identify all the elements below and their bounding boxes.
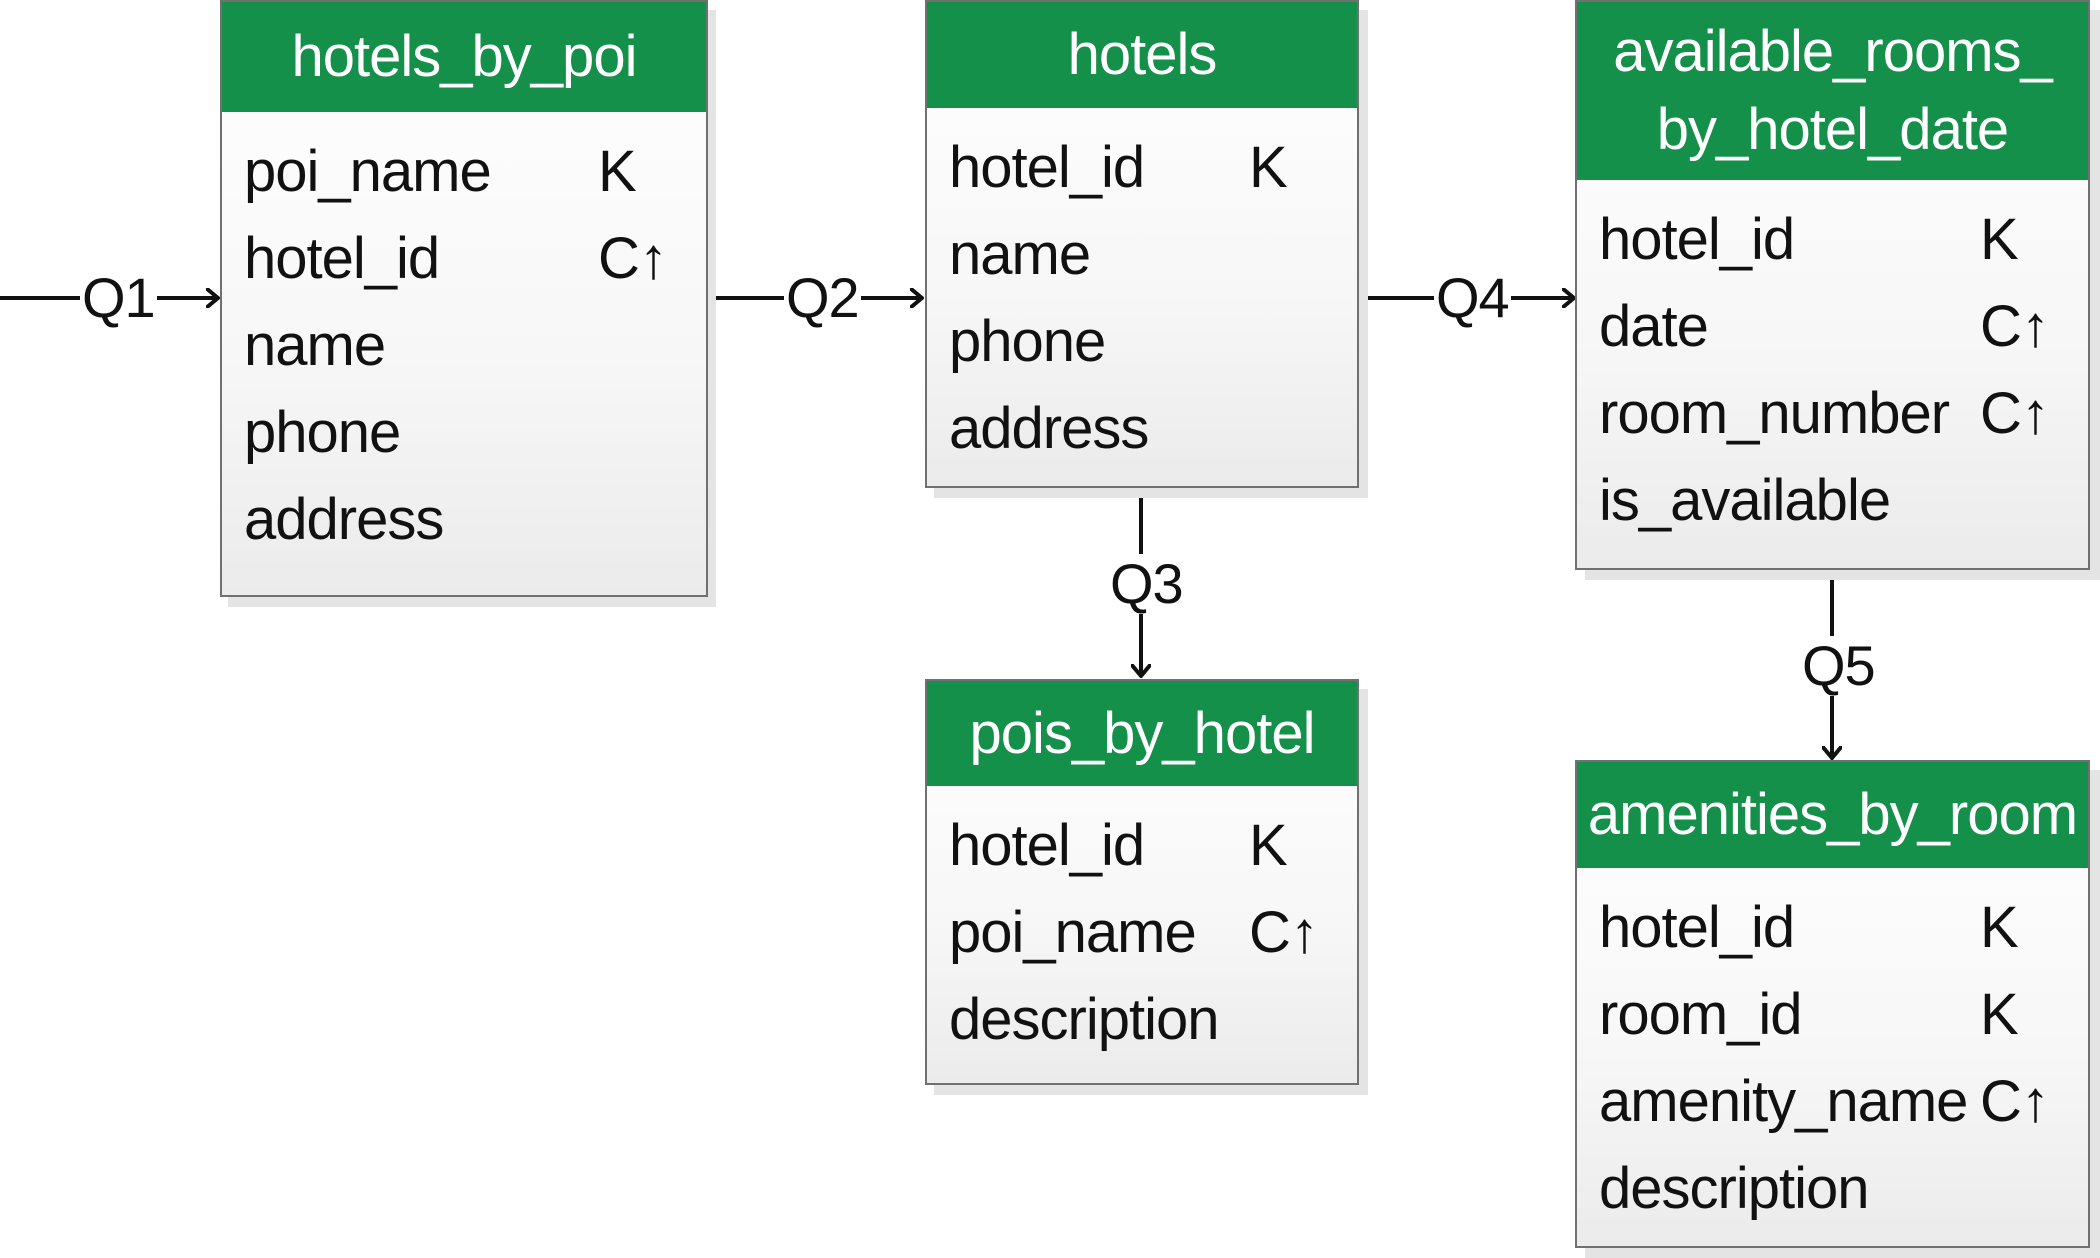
- table-title: available_rooms_ by_hotel_date: [1613, 19, 2053, 162]
- q3-label: Q3: [1108, 552, 1185, 615]
- field-name: phone: [244, 400, 401, 465]
- field-row: address: [222, 476, 706, 563]
- field-row: hotel_id K: [1577, 884, 2088, 971]
- table-title: amenities_by_room: [1587, 782, 2078, 847]
- field-row: phone: [927, 298, 1357, 385]
- field-name: amenity_name: [1599, 1069, 1968, 1134]
- field-name: name: [949, 222, 1091, 287]
- table-title: hotels: [1067, 22, 1218, 87]
- table-header: hotels: [927, 2, 1357, 108]
- table-pois-by-hotel[interactable]: pois_by_hotel hotel_id K poi_name C↑ descr…: [925, 679, 1359, 1085]
- q1-label: Q1: [80, 266, 157, 329]
- table-header: amenities_by_room: [1577, 762, 2088, 868]
- field-row: date C↑: [1577, 283, 2088, 370]
- field-key: C↑: [1980, 294, 2050, 359]
- field-list: hotel_id K name phone address: [927, 108, 1357, 472]
- field-name: hotel_id: [1599, 207, 1795, 272]
- field-name: poi_name: [949, 900, 1197, 965]
- field-name: date: [1599, 294, 1709, 359]
- table-header: pois_by_hotel: [927, 681, 1357, 786]
- field-name: hotel_id: [949, 813, 1145, 878]
- field-row: address: [927, 385, 1357, 472]
- table-header: hotels_by_poi: [222, 2, 706, 112]
- field-list: hotel_id K poi_name C↑ description: [927, 786, 1357, 1063]
- field-row: poi_name C↑: [927, 889, 1357, 976]
- field-key: C↑: [1980, 1069, 2050, 1134]
- table-header: available_rooms_ by_hotel_date: [1577, 2, 2088, 180]
- field-name: address: [949, 396, 1149, 461]
- field-key: K: [1980, 207, 2019, 272]
- field-name: poi_name: [244, 139, 492, 204]
- field-name: hotel_id: [244, 226, 440, 291]
- field-row: room_number C↑: [1577, 370, 2088, 457]
- field-list: poi_name K hotel_id C↑ name phone address: [222, 112, 706, 563]
- field-key: C↑: [1980, 381, 2050, 446]
- field-key: K: [598, 139, 637, 204]
- field-row: description: [927, 976, 1357, 1063]
- field-row: room_id K: [1577, 971, 2088, 1058]
- field-row: hotel_id K: [1577, 196, 2088, 283]
- table-title: hotels_by_poi: [291, 24, 638, 89]
- table-title: pois_by_hotel: [969, 700, 1316, 766]
- field-name: address: [244, 487, 444, 552]
- field-key: K: [1980, 895, 2019, 960]
- field-row: phone: [222, 389, 706, 476]
- field-row: hotel_id K: [927, 124, 1357, 211]
- field-key: C↑: [1249, 900, 1319, 965]
- field-row: hotel_id C↑: [222, 215, 706, 302]
- field-name: room_number: [1599, 381, 1950, 446]
- field-row: hotel_id K: [927, 802, 1357, 889]
- table-hotels[interactable]: hotels hotel_id K name phone address: [925, 0, 1359, 488]
- field-key: K: [1249, 813, 1288, 878]
- field-name: is_available: [1599, 468, 1891, 533]
- field-row: is_available: [1577, 457, 2088, 544]
- field-name: phone: [949, 309, 1106, 374]
- table-available-rooms-by-hotel-date[interactable]: available_rooms_ by_hotel_date hotel_id K…: [1575, 0, 2090, 570]
- field-row: poi_name K: [222, 128, 706, 215]
- field-row: name: [222, 302, 706, 389]
- field-key: C↑: [598, 226, 668, 291]
- field-name: hotel_id: [949, 135, 1145, 200]
- field-name: hotel_id: [1599, 895, 1795, 960]
- q2-label: Q2: [784, 266, 861, 329]
- table-hotels-by-poi[interactable]: hotels_by_poi poi_name K hotel_id C↑ name …: [220, 0, 708, 597]
- field-name: name: [244, 313, 386, 378]
- field-row: name: [927, 211, 1357, 298]
- field-key: K: [1249, 135, 1288, 200]
- q4-label: Q4: [1434, 266, 1511, 329]
- q5-label: Q5: [1800, 634, 1877, 697]
- field-name: description: [1599, 1156, 1869, 1221]
- field-key: K: [1980, 982, 2019, 1047]
- field-name: description: [949, 987, 1219, 1052]
- field-name: room_id: [1599, 982, 1803, 1047]
- field-row: description: [1577, 1145, 2088, 1232]
